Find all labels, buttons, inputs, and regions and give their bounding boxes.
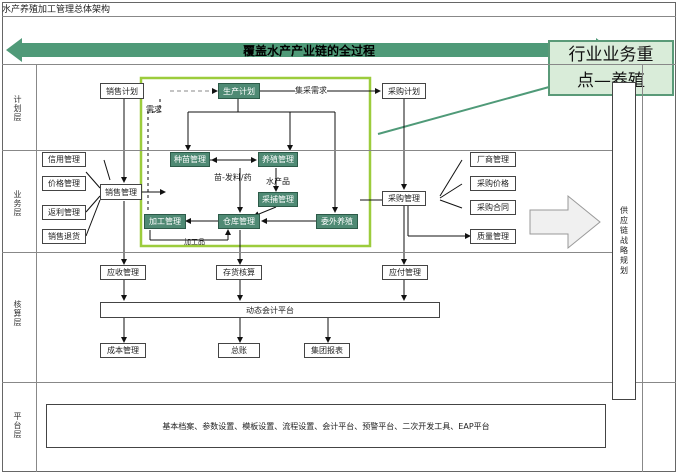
platform-box: 基本档案、参数设置、模板设置、流程设置、会计平台、预警平台、二次开发工具、EAP… xyxy=(46,404,606,448)
label-processed: 加工品 xyxy=(184,238,205,246)
node-processing: 加工管理 xyxy=(144,214,186,229)
node-receivable: 应收管理 xyxy=(100,265,146,280)
supply-arrow xyxy=(529,194,601,250)
node-quality: 质量管理 xyxy=(470,229,516,244)
node-ledger: 总账 xyxy=(218,343,260,358)
node-warehouse: 仓库管理 xyxy=(218,214,260,229)
node-fishing: 采捕管理 xyxy=(258,192,298,207)
node-sales-plan: 销售计划 xyxy=(100,83,144,99)
node-purchase-plan: 采购计划 xyxy=(382,83,426,99)
callout-box: 行业业务重 点—养殖 xyxy=(548,40,674,96)
banner-text: 覆盖水产产业链的全过程 xyxy=(242,43,375,58)
node-supplier: 厂商管理 xyxy=(470,152,516,167)
diagram-title: 水产养殖加工管理总体架构 xyxy=(2,5,111,15)
node-breeding: 养殖管理 xyxy=(258,152,298,167)
banner-arrow xyxy=(6,38,612,62)
node-group-report: 集团报表 xyxy=(304,343,350,358)
label-feed: 苗-发料/药 xyxy=(214,173,252,182)
node-sales-mgmt: 销售管理 xyxy=(100,184,142,200)
layer-accounting-label: 核算层 xyxy=(13,300,22,327)
label-demand: 需求 xyxy=(146,105,162,114)
node-price: 价格管理 xyxy=(42,176,86,191)
node-purchase-price: 采购价格 xyxy=(470,176,516,191)
node-rebate: 返利管理 xyxy=(42,205,86,220)
node-outsourced: 委外养殖 xyxy=(316,214,358,229)
layer-platform-label: 平台层 xyxy=(13,412,22,439)
node-payable: 应付管理 xyxy=(382,265,428,280)
node-seedling: 种苗管理 xyxy=(170,152,210,167)
right-divider xyxy=(642,64,643,472)
node-production-plan: 生产计划 xyxy=(218,83,260,99)
callout-pointer xyxy=(377,83,561,135)
divider-business-accounting xyxy=(2,252,612,253)
demand-dashed xyxy=(147,99,161,210)
callout-line-2: 点—养殖 xyxy=(577,71,645,91)
node-inventory: 存货核算 xyxy=(216,265,262,280)
label-collect-demand: 集采需求 xyxy=(295,85,327,96)
label-aquatic: 水产品 xyxy=(266,177,290,186)
node-credit: 信用管理 xyxy=(42,152,86,167)
node-purchase-mgmt: 采购管理 xyxy=(382,191,426,206)
node-purchase-contract: 采购合同 xyxy=(470,200,516,215)
highlight-frame xyxy=(139,76,372,248)
label-column-divider xyxy=(36,64,37,472)
divider-plan-business xyxy=(2,150,612,151)
node-dynamic-platform: 动态会计平台 xyxy=(100,302,440,318)
supply-chain-column: 供应链战略规划 xyxy=(612,82,636,400)
node-cost: 成本管理 xyxy=(100,343,146,358)
node-sales-return: 销售退货 xyxy=(42,229,86,244)
divider-accounting-platform xyxy=(2,382,676,383)
callout-line-1: 行业业务重 xyxy=(568,45,654,65)
title-divider xyxy=(2,16,676,17)
layer-plan-label: 计划层 xyxy=(13,95,22,122)
divider-plan-top xyxy=(2,64,676,65)
layer-business-label: 业务层 xyxy=(13,190,22,217)
